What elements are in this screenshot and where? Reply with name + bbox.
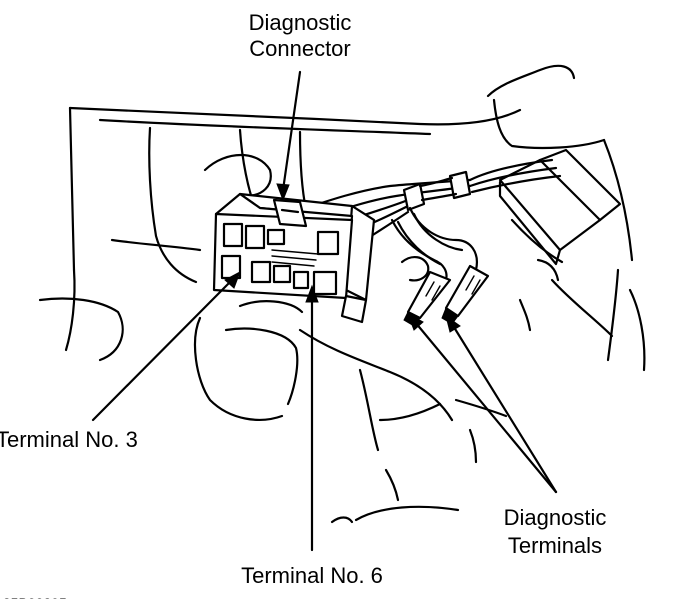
terminal3-label: Terminal No. 3 <box>0 427 138 452</box>
connector-callout-line <box>281 70 302 192</box>
terminals-callout-line-right <box>450 322 558 494</box>
figure-id: G35B00295 <box>0 595 67 599</box>
connector-callout-arrow <box>276 183 290 202</box>
terminal3-callout-arrow <box>224 270 241 289</box>
diagnostic-terminal-probes <box>403 264 490 327</box>
dashboard-structure <box>38 64 646 524</box>
diagnostic-connector-body <box>212 192 376 324</box>
wire-harness <box>298 158 562 282</box>
terminals-callout-arrow-left <box>407 312 424 331</box>
terminal3-callout-line <box>91 278 234 422</box>
terminals-callout-arrow-right <box>445 314 461 333</box>
terminals-label-line1: Diagnostic <box>504 505 607 530</box>
terminal6-callout-arrow <box>305 284 319 303</box>
connector-label-line2: Connector <box>249 36 351 61</box>
terminal6-label: Terminal No. 6 <box>241 563 383 588</box>
terminals-label-line2: Terminals <box>508 533 602 558</box>
callout-lines <box>91 70 558 552</box>
terminals-callout-line-left <box>413 320 558 494</box>
connector-label-line1: Diagnostic <box>249 10 352 35</box>
